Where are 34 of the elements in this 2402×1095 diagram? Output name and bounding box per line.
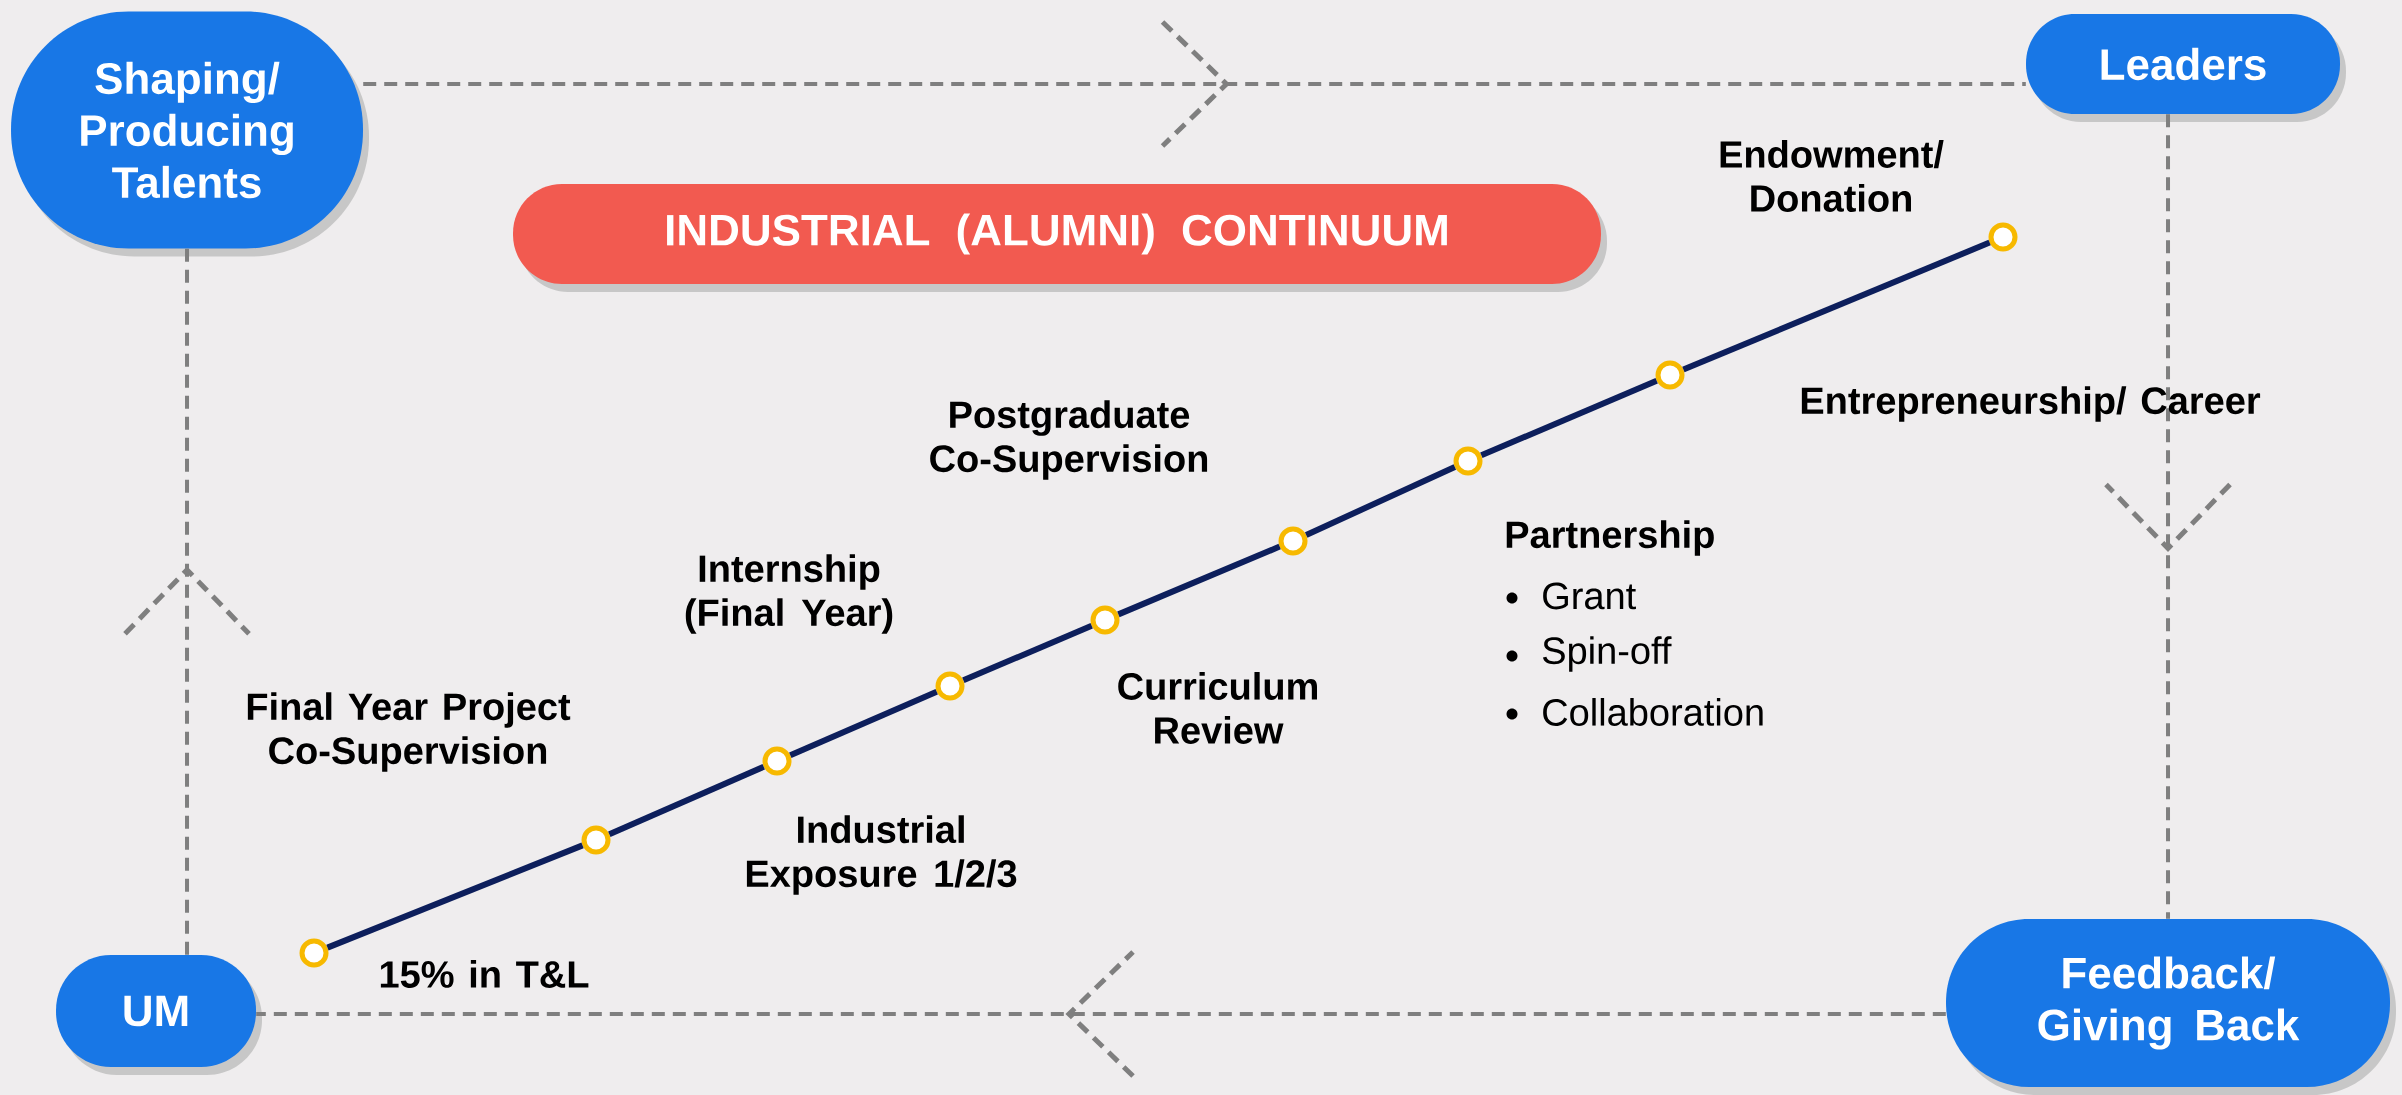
timeline-line <box>1682 239 1991 373</box>
milestone-dot <box>1655 360 1685 390</box>
milestone-label: Industrial Exposure 1/2/3 <box>746 815 1017 895</box>
timeline-line <box>608 764 765 837</box>
timeline-line <box>326 842 584 951</box>
milestone-dot <box>1453 446 1483 476</box>
milestone-dot <box>762 746 792 776</box>
milestone-label: Curriculum Review <box>1118 672 1317 744</box>
timeline-line <box>1304 464 1457 538</box>
timeline-line <box>789 689 938 758</box>
milestone-label: Endowment/ Donation <box>1720 140 1944 212</box>
milestone-label: 15% in T&L <box>380 960 589 988</box>
milestone-label: Partnership <box>1506 520 1714 556</box>
leaders-pill: Leaders <box>2026 14 2346 122</box>
milestone-label: Entrepreneurship/ Career <box>1801 386 2261 422</box>
milestone-label: Internship (Final Year) <box>685 554 893 634</box>
timeline-line <box>1480 377 1658 459</box>
bullet-item: Collaboration <box>1543 698 1763 726</box>
bullet-item: Grant <box>1543 582 1636 610</box>
milestone-dot <box>935 671 965 701</box>
feedback-bubble: Feedback/ Giving Back <box>1946 919 2396 1095</box>
milestone-label: Postgraduate Co-Supervision <box>930 400 1208 480</box>
talent-bubble: Shaping/ Producing Talents <box>11 11 369 257</box>
um-pill: UM <box>56 955 262 1075</box>
bullet-item: Spin-off <box>1542 636 1672 672</box>
timeline-line <box>1117 543 1281 618</box>
timeline-line <box>962 622 1093 684</box>
milestone-dot <box>1278 526 1308 556</box>
milestone-label: Final Year Project Co-Supervision <box>247 692 571 772</box>
milestone-dot <box>299 938 329 968</box>
milestone-dot <box>1090 605 1120 635</box>
milestone-dot <box>1988 222 2018 252</box>
milestone-dot <box>581 825 611 855</box>
continuum-banner: INDUSTRIAL (ALUMNI) CONTINUUM <box>513 184 1607 292</box>
